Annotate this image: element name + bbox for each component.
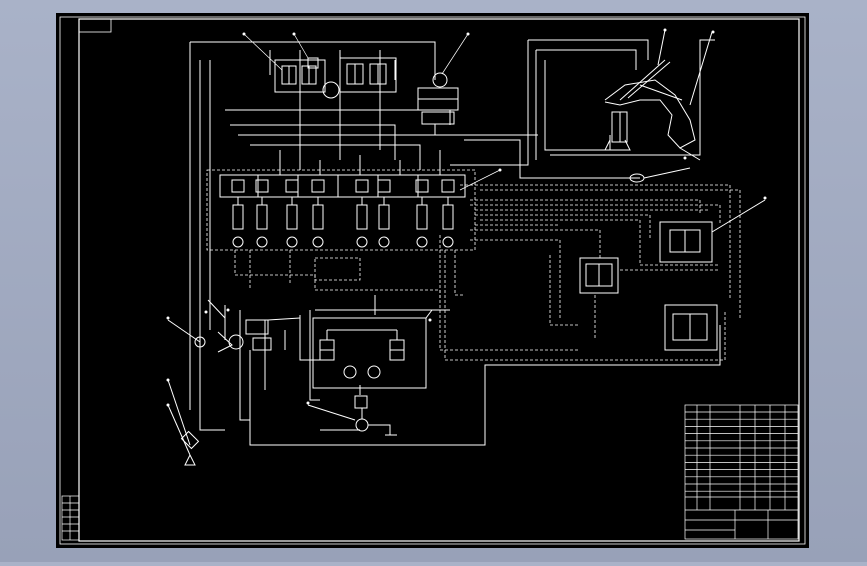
top-left-tab — [78, 18, 112, 33]
top-valve-group-right — [339, 57, 397, 93]
sheet-inner-border — [78, 18, 800, 542]
pilot-lines — [206, 169, 741, 361]
top-valve-group-left — [274, 57, 340, 99]
valve-spool — [415, 179, 429, 248]
valve-spool — [377, 179, 391, 248]
pressure-lines — [189, 39, 721, 446]
drawing-sheet — [56, 13, 809, 548]
valve-spool — [231, 179, 245, 248]
right-valve-lower — [664, 304, 718, 351]
leader-lines — [243, 33, 501, 191]
valve-spool — [441, 179, 455, 248]
title-block — [684, 404, 799, 540]
valve-spool — [355, 179, 369, 248]
valve-spool — [285, 179, 299, 248]
excavator-arm — [604, 29, 713, 183]
valve-spool — [255, 179, 269, 248]
valve-spool — [311, 179, 325, 248]
left-margin-table — [61, 495, 80, 541]
pump-group — [307, 309, 433, 432]
sheet-outer-border — [59, 16, 806, 545]
right-valve-upper — [659, 199, 766, 263]
right-valve-middle — [579, 257, 619, 294]
swing-motor-valve — [417, 72, 459, 135]
left-lower-components — [167, 299, 301, 466]
valve-bank — [219, 174, 466, 248]
